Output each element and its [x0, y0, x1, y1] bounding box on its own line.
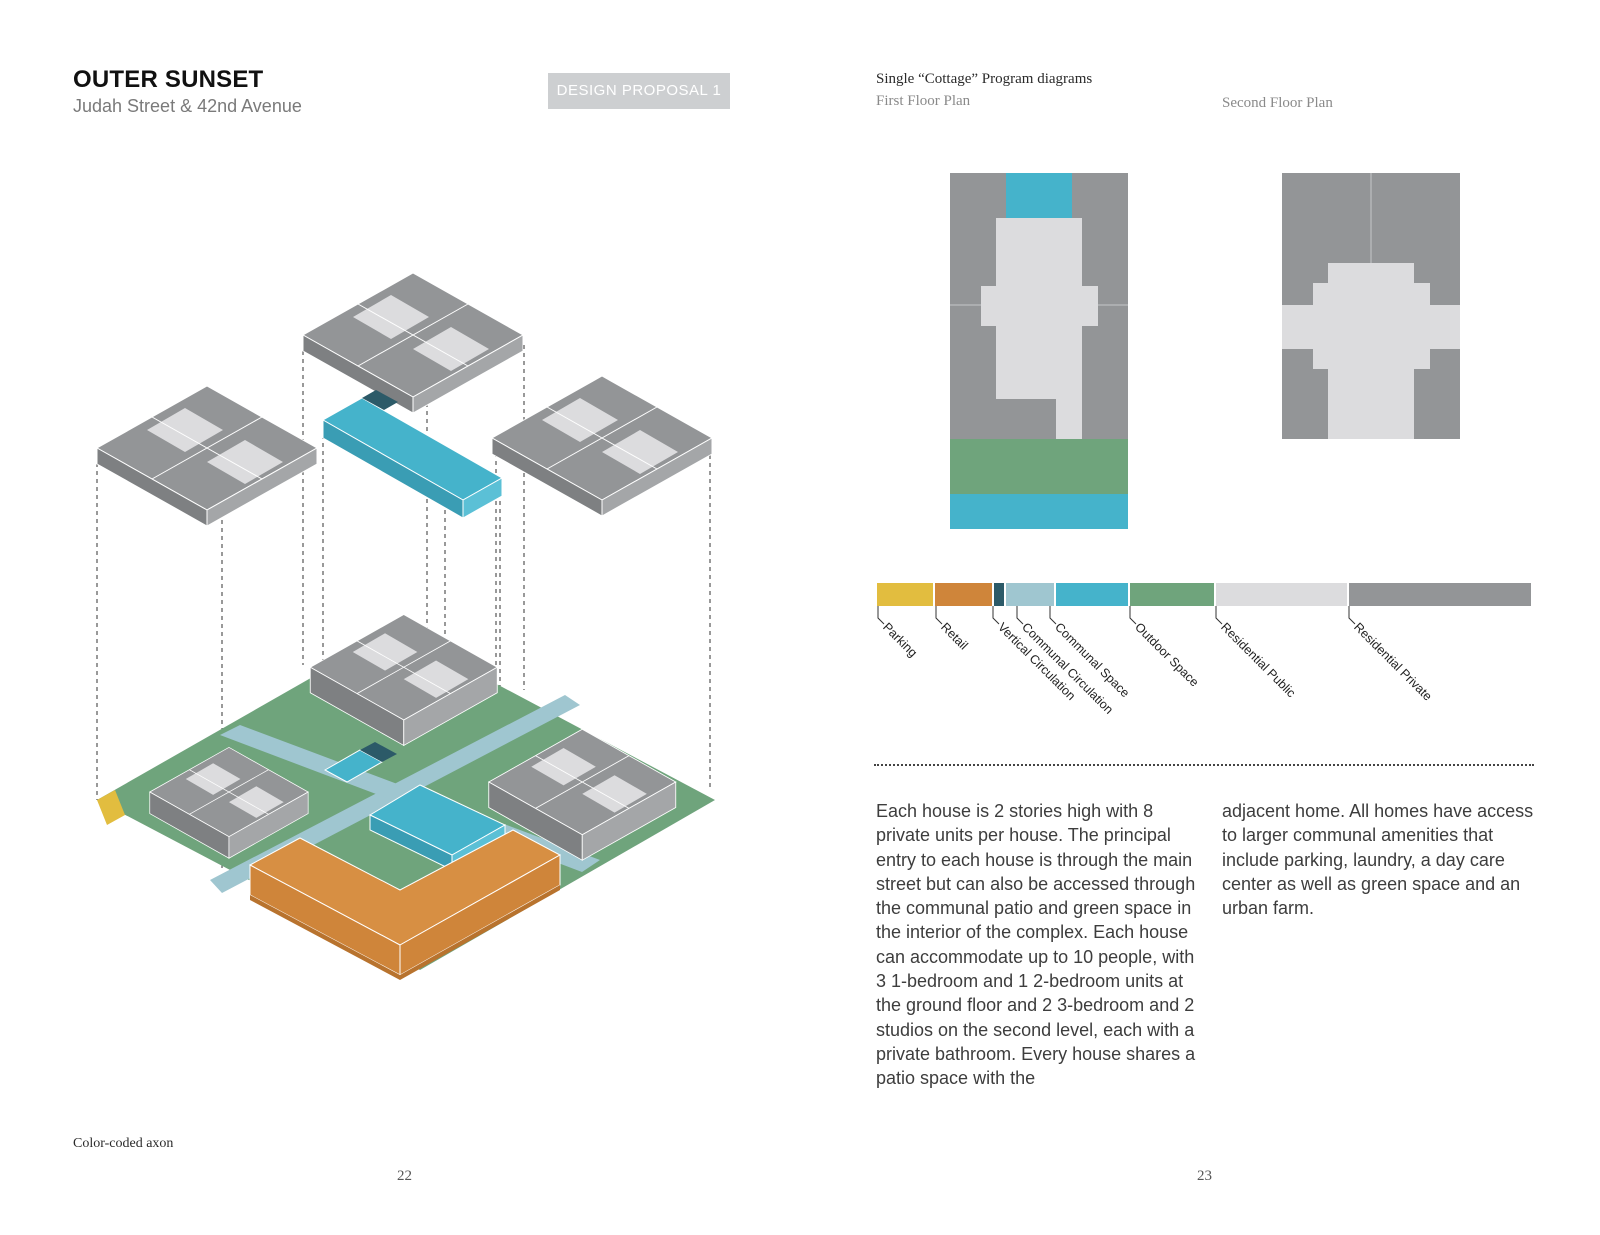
figure-caption: Color-coded axon: [73, 1136, 174, 1151]
legend-leader-lines: [877, 606, 1356, 625]
page-title: OUTER SUNSET: [73, 66, 264, 93]
legend-swatch-outdoor-space: [1130, 583, 1214, 606]
legend-swatch-parking: [877, 583, 933, 606]
second-floor-plan-label: Second Floor Plan: [1222, 95, 1333, 111]
legend-swatch-retail: [935, 583, 992, 606]
upper-floor-block-right: [491, 375, 713, 517]
first-floor-plan: [950, 173, 1128, 529]
legend-swatch-residential-public: [1216, 583, 1347, 606]
legend-swatch-communal-space: [1056, 583, 1128, 606]
upper-floor-block-top: [302, 272, 524, 414]
color-coded-axon-diagram: [96, 272, 715, 980]
upper-floor-block-left: [96, 385, 318, 527]
communal-space-upper: [321, 390, 504, 519]
design-proposal-badge: DESIGN PROPOSAL 1: [548, 73, 730, 109]
page-number-right: 23: [1197, 1168, 1212, 1184]
second-floor-plan: [1282, 173, 1460, 439]
page-subtitle: Judah Street & 42nd Avenue: [73, 96, 302, 116]
first-floor-plan-label: First Floor Plan: [876, 93, 971, 109]
legend-swatch-residential-private: [1349, 583, 1531, 606]
program-legend: [877, 583, 1531, 606]
retail-building: [248, 829, 562, 980]
description-column-2: adjacent home. All homes have access to …: [1222, 801, 1534, 919]
section-divider: [874, 764, 1534, 766]
legend-swatch-communal-circulation: [1006, 583, 1054, 606]
description-column-1: Each house is 2 stories high with 8 priv…: [876, 801, 1196, 1089]
legend-swatch-vertical-circulation: [994, 583, 1004, 606]
program-diagrams-title: Single “Cottage” Program diagrams: [876, 71, 1093, 87]
page-number-left: 22: [397, 1168, 412, 1184]
